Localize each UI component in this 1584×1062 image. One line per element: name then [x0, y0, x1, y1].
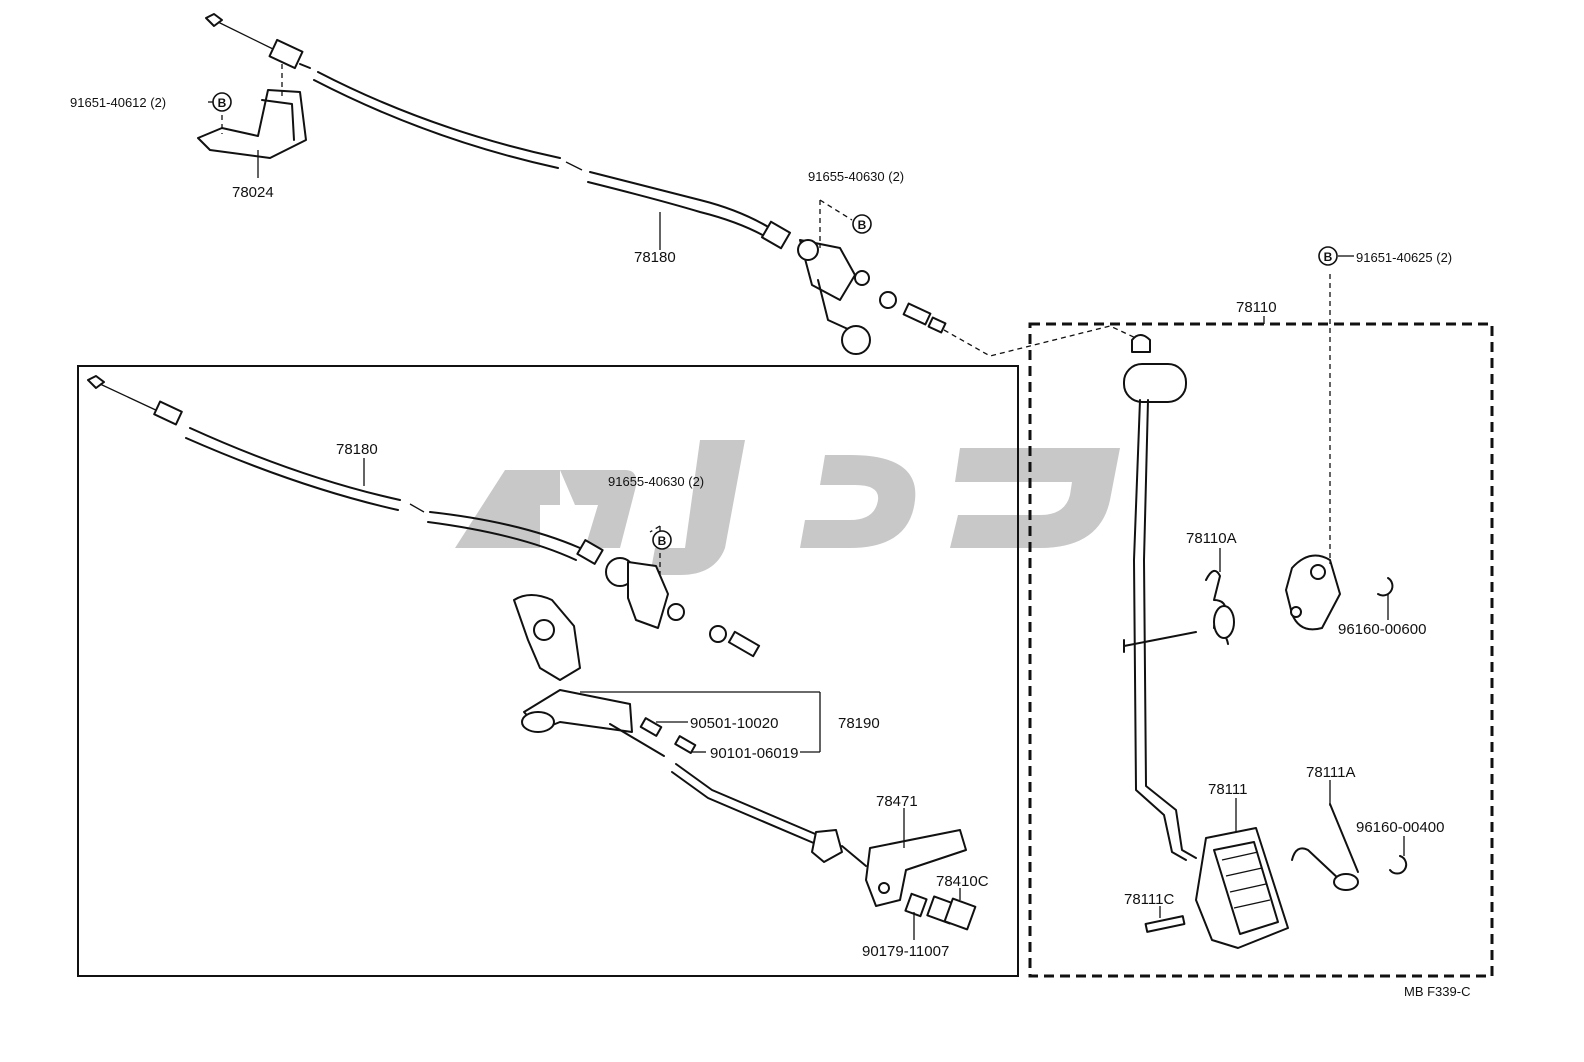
lower-assembly-frame	[77, 365, 1019, 977]
label-96160-00400: 96160-00400	[1356, 819, 1444, 836]
accelerator-pedal-lever	[1123, 334, 1197, 861]
label-78190: 78190	[838, 715, 880, 732]
svg-text:B: B	[658, 534, 667, 548]
pin-78111C	[1144, 915, 1186, 933]
bracket-78471	[865, 829, 967, 907]
label-78024: 78024	[232, 184, 274, 201]
lower-cable	[87, 375, 604, 565]
watermark-logo	[455, 440, 1120, 575]
bolt-mark-upper-mid: B	[852, 214, 872, 234]
label-91651-40612: 91651-40612 (2)	[70, 95, 166, 110]
label-90101-06019: 90101-06019	[710, 745, 798, 762]
label-78110A: 78110A	[1186, 530, 1237, 547]
label-91655-40630-lower: 91655-40630 (2)	[608, 474, 704, 489]
label-91655-40630-upper: 91655-40630 (2)	[808, 169, 904, 184]
upper-bracket-78024	[197, 64, 307, 178]
nut-90179-11007	[904, 892, 928, 918]
lower-cable-clevis	[605, 525, 761, 658]
lower-control-cable	[609, 717, 867, 867]
pedal-bracket	[1285, 274, 1341, 631]
figure-code: MB F339-C	[1404, 984, 1470, 999]
e-ring-96160-00600	[1377, 577, 1394, 597]
bolt-mark-upper-left: B	[212, 92, 232, 112]
bolt-mark-right: B	[1318, 246, 1338, 266]
label-78111C: 78111C	[1124, 891, 1174, 908]
nut-78410C	[926, 895, 977, 931]
svg-text:B: B	[1324, 250, 1333, 264]
pad-spring-78111A	[1291, 803, 1359, 891]
pedal-assembly-frame	[1028, 322, 1494, 978]
label-78110: 78110	[1236, 299, 1277, 316]
e-ring-96160-00400	[1389, 855, 1408, 875]
bolt-mark-lower: B	[652, 530, 672, 550]
upper-cable	[205, 13, 792, 250]
label-78471: 78471	[876, 793, 918, 810]
pedal-pad-78111	[1195, 827, 1289, 949]
upper-cable-clevis	[797, 199, 1141, 357]
label-78111: 78111	[1208, 781, 1248, 798]
throttle-bracket	[513, 594, 821, 753]
return-spring-78110A	[1205, 569, 1235, 645]
svg-text:B: B	[858, 218, 867, 232]
svg-text:B: B	[218, 96, 227, 110]
leader-lines	[208, 101, 1405, 940]
label-78111A: 78111A	[1306, 764, 1356, 781]
label-78180-lower: 78180	[336, 441, 378, 458]
label-78410C: 78410C	[936, 873, 989, 890]
label-78180-upper: 78180	[634, 249, 676, 266]
label-90501-10020: 90501-10020	[690, 715, 778, 732]
label-91651-40625: 91651-40625 (2)	[1356, 250, 1452, 265]
label-96160-00600: 96160-00600	[1338, 621, 1426, 638]
label-90179-11007: 90179-11007	[862, 943, 949, 960]
